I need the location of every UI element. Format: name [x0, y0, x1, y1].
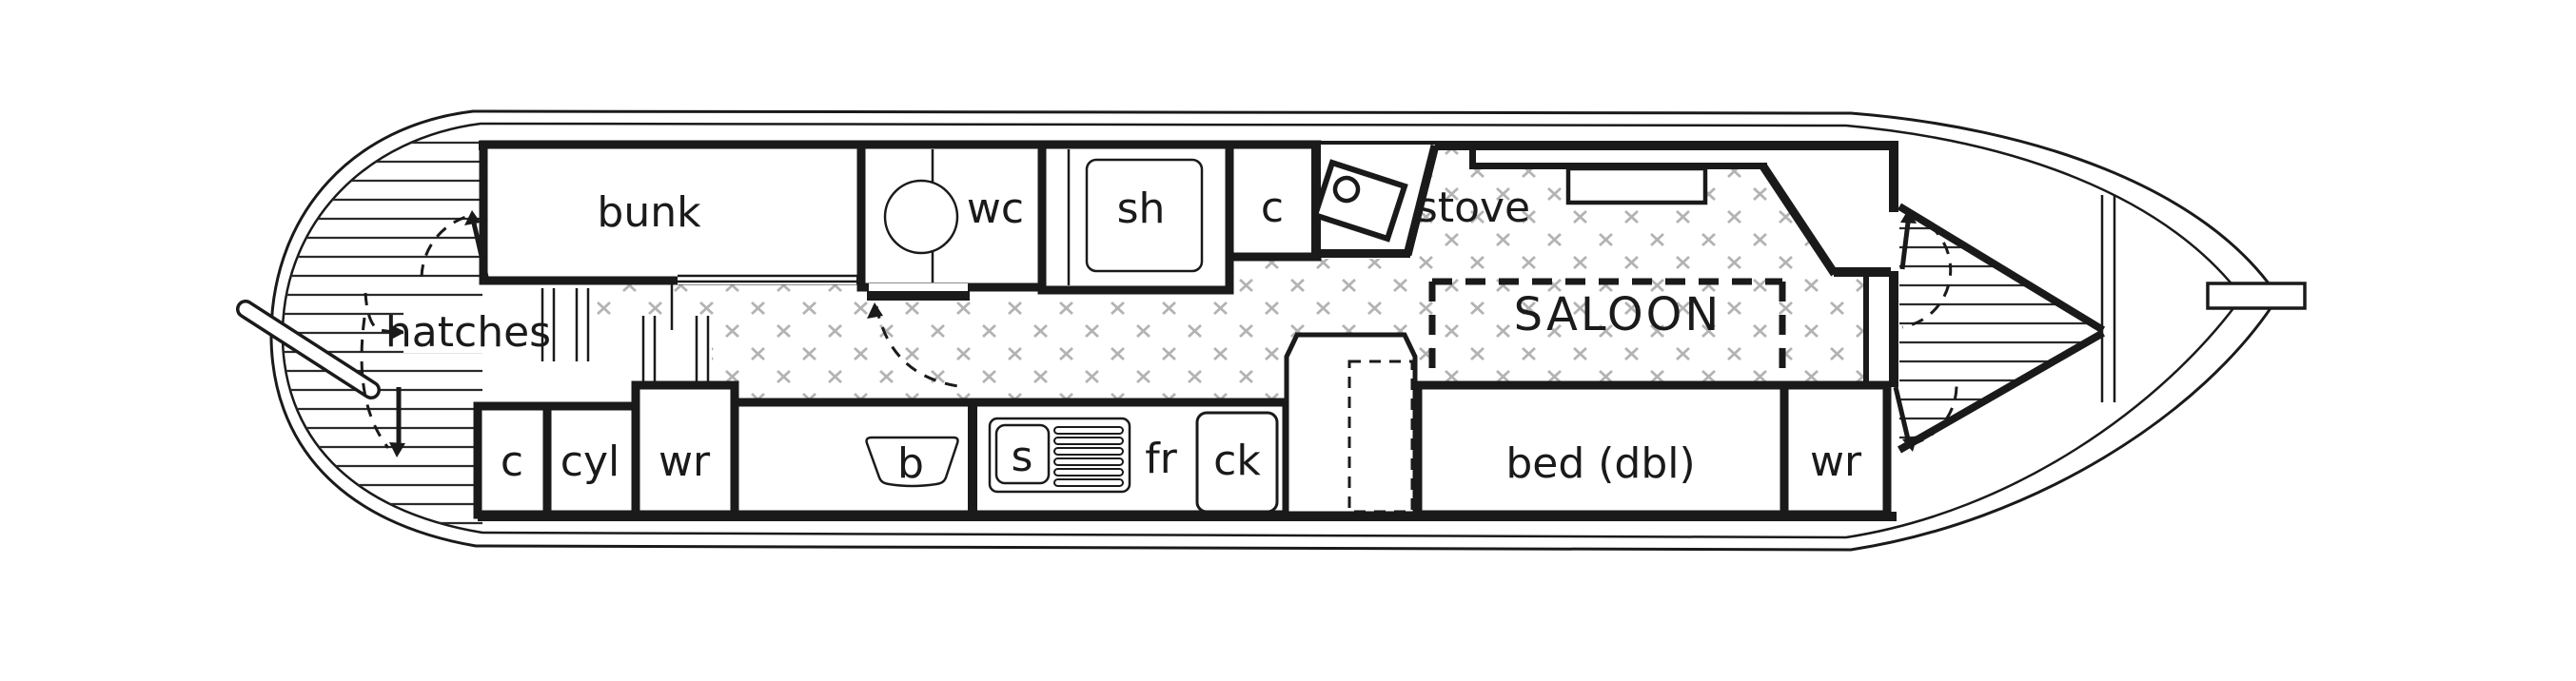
- bow-upper-door: [1899, 208, 1953, 329]
- label-shower: sh: [1117, 185, 1166, 233]
- wc-door: [867, 283, 970, 389]
- room-cupboard-top: [1225, 140, 1322, 262]
- label-cylinder: cyl: [560, 438, 619, 486]
- toilet-bowl-icon: [883, 179, 959, 255]
- bow-lower-door: [1893, 384, 1958, 452]
- label-bed: bed (dbl): [1505, 439, 1695, 488]
- label-hatches: hatches: [385, 308, 551, 357]
- hatches-label-backing: [403, 311, 533, 353]
- stern-upper-door: [420, 210, 489, 278]
- label-wc: wc: [967, 185, 1024, 233]
- label-wardrobe-right: wr: [1810, 438, 1862, 486]
- tiller: [236, 300, 381, 399]
- saloon-side-bench: [1565, 165, 1708, 205]
- saloon-dashed-zone: [1428, 278, 1786, 383]
- cooker-icon: [1195, 411, 1279, 514]
- stove-alcove: [1311, 141, 1440, 259]
- folding-table-dashed: [1347, 360, 1414, 514]
- label-stove: stove: [1416, 184, 1530, 232]
- entry-steps: [541, 279, 710, 383]
- label-saloon: SALOON: [1514, 288, 1722, 341]
- hatches-leader-arrow: [364, 292, 405, 340]
- label-cupboard-bottom: c: [501, 438, 523, 486]
- room-bed: [1413, 380, 1789, 519]
- basin-icon: [865, 436, 959, 488]
- label-bunk: bunk: [597, 188, 701, 237]
- label-fridge: fr: [1145, 435, 1177, 483]
- room-wardrobe-right: [1780, 380, 1892, 519]
- label-cooker: ck: [1213, 437, 1261, 485]
- floor-hatch-area: [590, 149, 1863, 402]
- galley-partition: [968, 406, 977, 513]
- label-sink: s: [1012, 433, 1033, 481]
- label-basin: b: [897, 439, 924, 488]
- stove-burner-icon: [1332, 175, 1361, 204]
- shower-tray-icon: [1085, 158, 1204, 273]
- label-cupboard-top: c: [1261, 184, 1284, 232]
- room-bunk: [479, 140, 866, 285]
- label-wardrobe-left: wr: [659, 438, 711, 486]
- stern-lower-door: [360, 317, 405, 457]
- sink-unit-icon: [988, 417, 1131, 494]
- bow-fender: [2206, 282, 2307, 310]
